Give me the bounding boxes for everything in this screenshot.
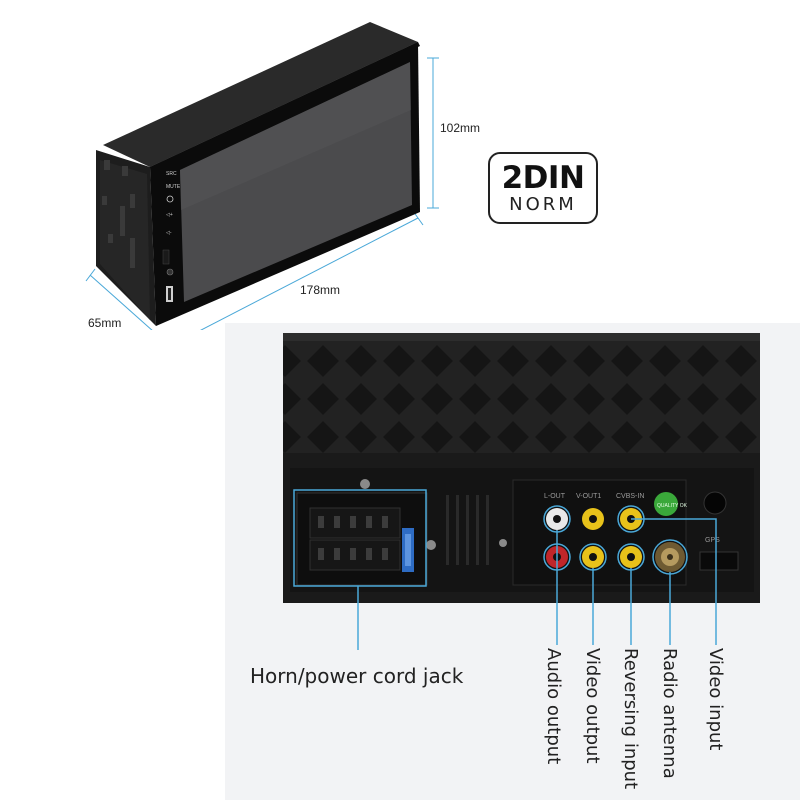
video-output-label: Video output xyxy=(582,648,603,764)
screw xyxy=(499,539,507,547)
rca-label-vout: V-OUT1 xyxy=(576,493,601,500)
video-input-label: Video input xyxy=(705,648,726,751)
extra-port xyxy=(699,551,739,571)
heatsink xyxy=(283,333,760,453)
width-label: 178mm xyxy=(300,283,341,297)
aux-port xyxy=(166,268,174,276)
audio-output-label: Audio output xyxy=(543,648,564,765)
svg-text:MUTE: MUTE xyxy=(166,184,181,190)
unit-top-face xyxy=(103,22,418,167)
height-label: 102mm xyxy=(440,121,481,135)
screw xyxy=(360,479,370,489)
rca-label-cvbs: CVBS-IN xyxy=(616,493,644,500)
card-slot xyxy=(162,249,170,265)
radio-antenna-label: Radio antenna xyxy=(659,648,680,779)
power-button-icon xyxy=(166,195,174,203)
depth-label: 65mm xyxy=(88,316,122,330)
badge-subtitle: NORM xyxy=(509,194,577,215)
svg-text:◁-: ◁- xyxy=(166,230,172,236)
head-unit-front-illustration: SRC MUTE ◁+ ◁- xyxy=(85,22,439,330)
reversing-input-label: Reversing input xyxy=(620,648,641,790)
depth-dimension-line xyxy=(89,274,153,330)
horn-power-label: Horn/power cord jack xyxy=(250,664,464,688)
width-dimension-line xyxy=(200,217,419,330)
callout-lines xyxy=(293,489,717,650)
gps-port xyxy=(703,491,727,515)
callout-box-iso xyxy=(293,489,427,587)
badge-title: 2DIN xyxy=(501,160,585,196)
rca-label-lout: L-OUT xyxy=(544,493,566,500)
screw xyxy=(426,540,436,550)
dimension-lines xyxy=(85,57,439,330)
quality-sticker xyxy=(654,492,678,516)
sticker-text: QUALITY OK xyxy=(657,503,688,509)
front-button-src: SRC xyxy=(166,171,177,177)
gps-label: GPS xyxy=(705,537,720,544)
2din-norm-badge: 2DIN NORM xyxy=(488,152,598,224)
svg-text:◁+: ◁+ xyxy=(166,212,173,218)
